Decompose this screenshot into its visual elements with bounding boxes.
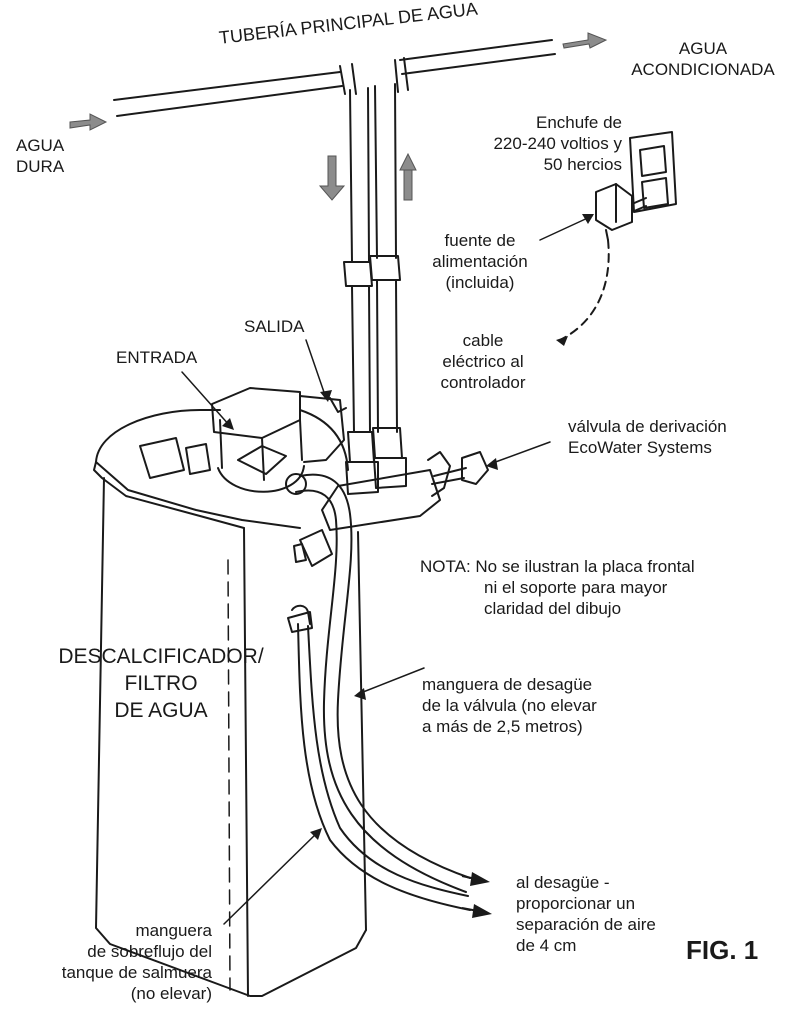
- power-supply-label-line2: alimentación: [432, 252, 528, 271]
- side-fittings: [293, 529, 333, 567]
- valve-drain-hose: [285, 473, 471, 893]
- to-drain-label-line2: proporcionar un: [516, 894, 636, 913]
- controller-valve-head: [139, 387, 347, 493]
- hard-water-label-line2: DURA: [16, 157, 65, 176]
- overflow-hose-label-line4: (no elevar): [130, 984, 212, 1003]
- softener-label-line3: DE AGUA: [114, 699, 208, 722]
- overflow-hose-label-line3: tanque de salmuera: [61, 963, 212, 982]
- to-drain-label-line1: al desagüe -: [516, 873, 610, 892]
- outlet-label: SALIDA: [244, 317, 305, 336]
- overflow-hose-label-line2: de sobreflujo del: [87, 942, 212, 961]
- drain-arrow-lines: [461, 875, 479, 912]
- note-label-line3: claridad del dibujo: [484, 599, 622, 618]
- outlet-plug-label-line3: 50 hercios: [543, 155, 622, 174]
- cable-label-line3: controlador: [440, 373, 526, 392]
- main-water-pipe: [113, 39, 556, 117]
- drain-hose-label-line2: de la válvula (no elevar: [422, 696, 597, 715]
- drain-hose-label-line1: manguera de desagüe: [422, 675, 593, 694]
- bypass-valve: [321, 451, 489, 531]
- hard-water-label-line1: AGUA: [16, 136, 65, 155]
- power-supply-label-line3: (incluida): [445, 273, 515, 292]
- brine-overflow-hose: [287, 604, 471, 911]
- conditioned-water-label-line1: AGUA: [678, 39, 728, 58]
- note-label-line1: NOTA: No se ilustran la placa frontal: [420, 557, 695, 576]
- overflow-hose-label-line1: manguera: [135, 921, 212, 940]
- outlet-plug-label-line2: 220-240 voltios y: [493, 134, 622, 153]
- softener-label-line1: DESCALCIFICADOR/: [58, 645, 264, 668]
- outlet-plug-label-line1: Enchufe de: [535, 113, 622, 132]
- wall-outlet: [629, 131, 677, 213]
- to-drain-label-line4: de 4 cm: [516, 936, 577, 955]
- drain-hose-label-line3: a más de 2,5 metros): [422, 717, 583, 736]
- bypass-valve-label-line2: EcoWater Systems: [568, 438, 712, 457]
- to-drain-label-line3: separación de aire: [516, 915, 656, 934]
- bypass-valve-label-line1: válvula de derivación: [568, 417, 727, 436]
- cable-label-line1: cable: [462, 331, 504, 350]
- inlet-label: ENTRADA: [116, 348, 198, 367]
- vertical-pipes: [343, 83, 407, 495]
- figure-label: FIG. 1: [686, 935, 759, 965]
- leader-arrowheads: [222, 214, 594, 918]
- power-supply-label-line1: fuente de: [444, 231, 516, 250]
- note-label-line2: ni el soporte para mayor: [484, 578, 668, 597]
- cable-label-line2: eléctrico al: [442, 352, 524, 371]
- flow-arrows: [69, 32, 608, 201]
- conditioned-water-label-line2: ACONDICIONADA: [631, 60, 775, 79]
- leader-lines: [181, 215, 593, 925]
- softener-label-line2: FILTRO: [124, 672, 198, 695]
- power-supply-adapter: [559, 183, 647, 341]
